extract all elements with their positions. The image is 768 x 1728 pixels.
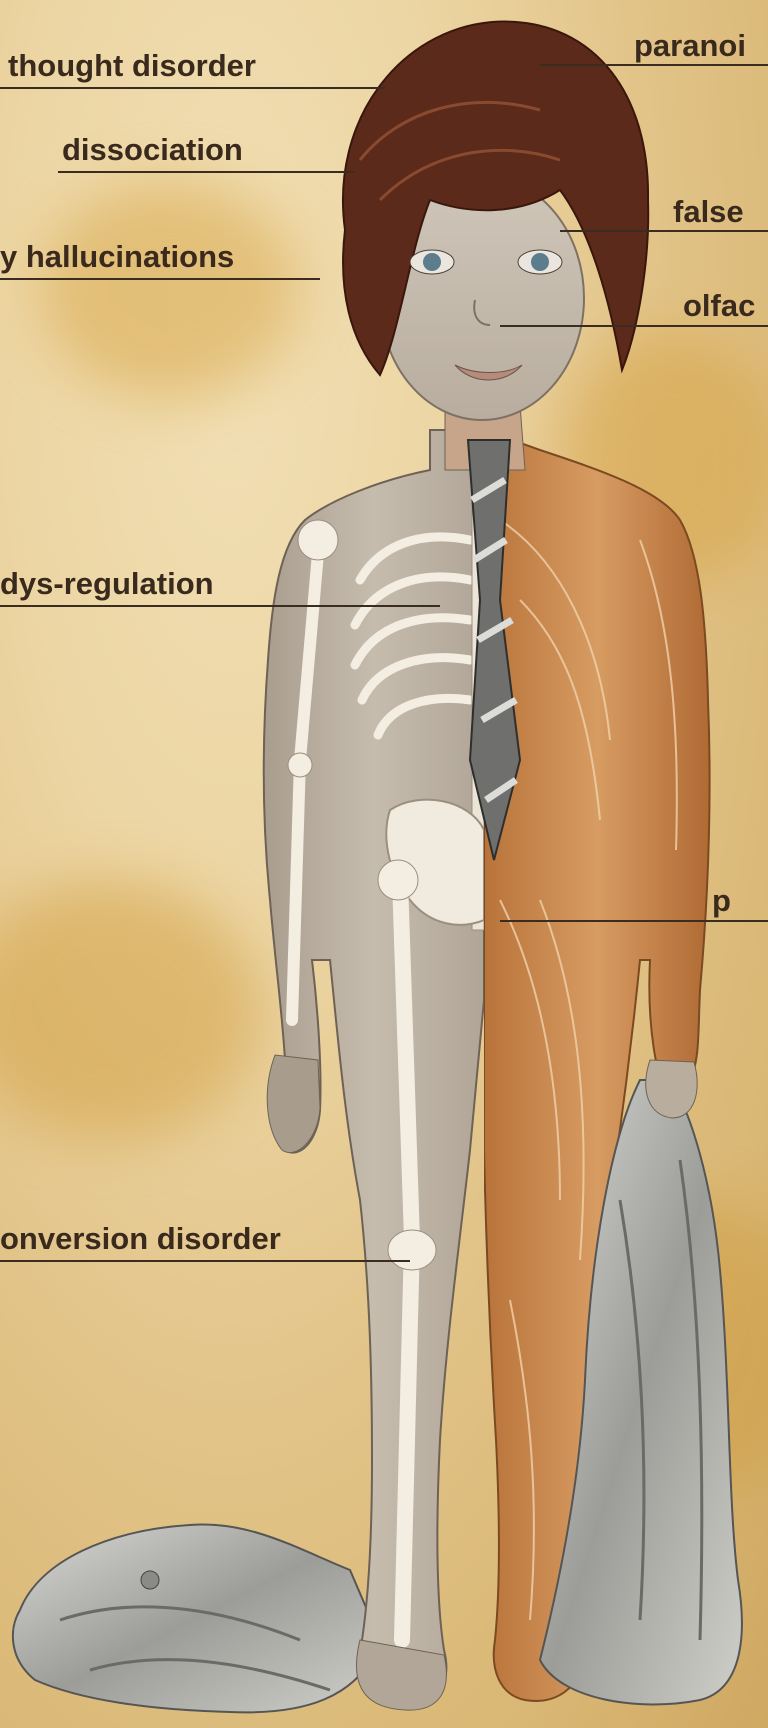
label-thought-disorder: thought disorder	[8, 50, 256, 81]
leader-line-paranoia	[540, 64, 768, 66]
leader-line-false	[560, 230, 768, 232]
leader-line-olfac	[500, 325, 768, 327]
leader-line-conversion-disorder	[0, 1260, 410, 1262]
label-olfac: olfac	[683, 290, 755, 321]
label-conversion-disorder: onversion disorder	[0, 1223, 281, 1254]
label-false: false	[673, 196, 744, 227]
label-p: p	[712, 885, 731, 916]
label-paranoia: paranoi	[634, 30, 746, 61]
leader-line-dysregulation	[0, 605, 440, 607]
leader-line-thought-disorder	[0, 87, 385, 89]
label-dysregulation: dys-regulation	[0, 568, 214, 599]
leader-line-p	[500, 920, 768, 922]
pants-on-floor	[13, 1524, 380, 1712]
leader-line-dissociation	[58, 171, 355, 173]
skeleton	[264, 430, 484, 1705]
label-dissociation: dissociation	[62, 134, 243, 165]
head	[343, 22, 648, 420]
label-hallucinations: y hallucinations	[0, 241, 234, 272]
leader-line-hallucinations	[0, 278, 320, 280]
